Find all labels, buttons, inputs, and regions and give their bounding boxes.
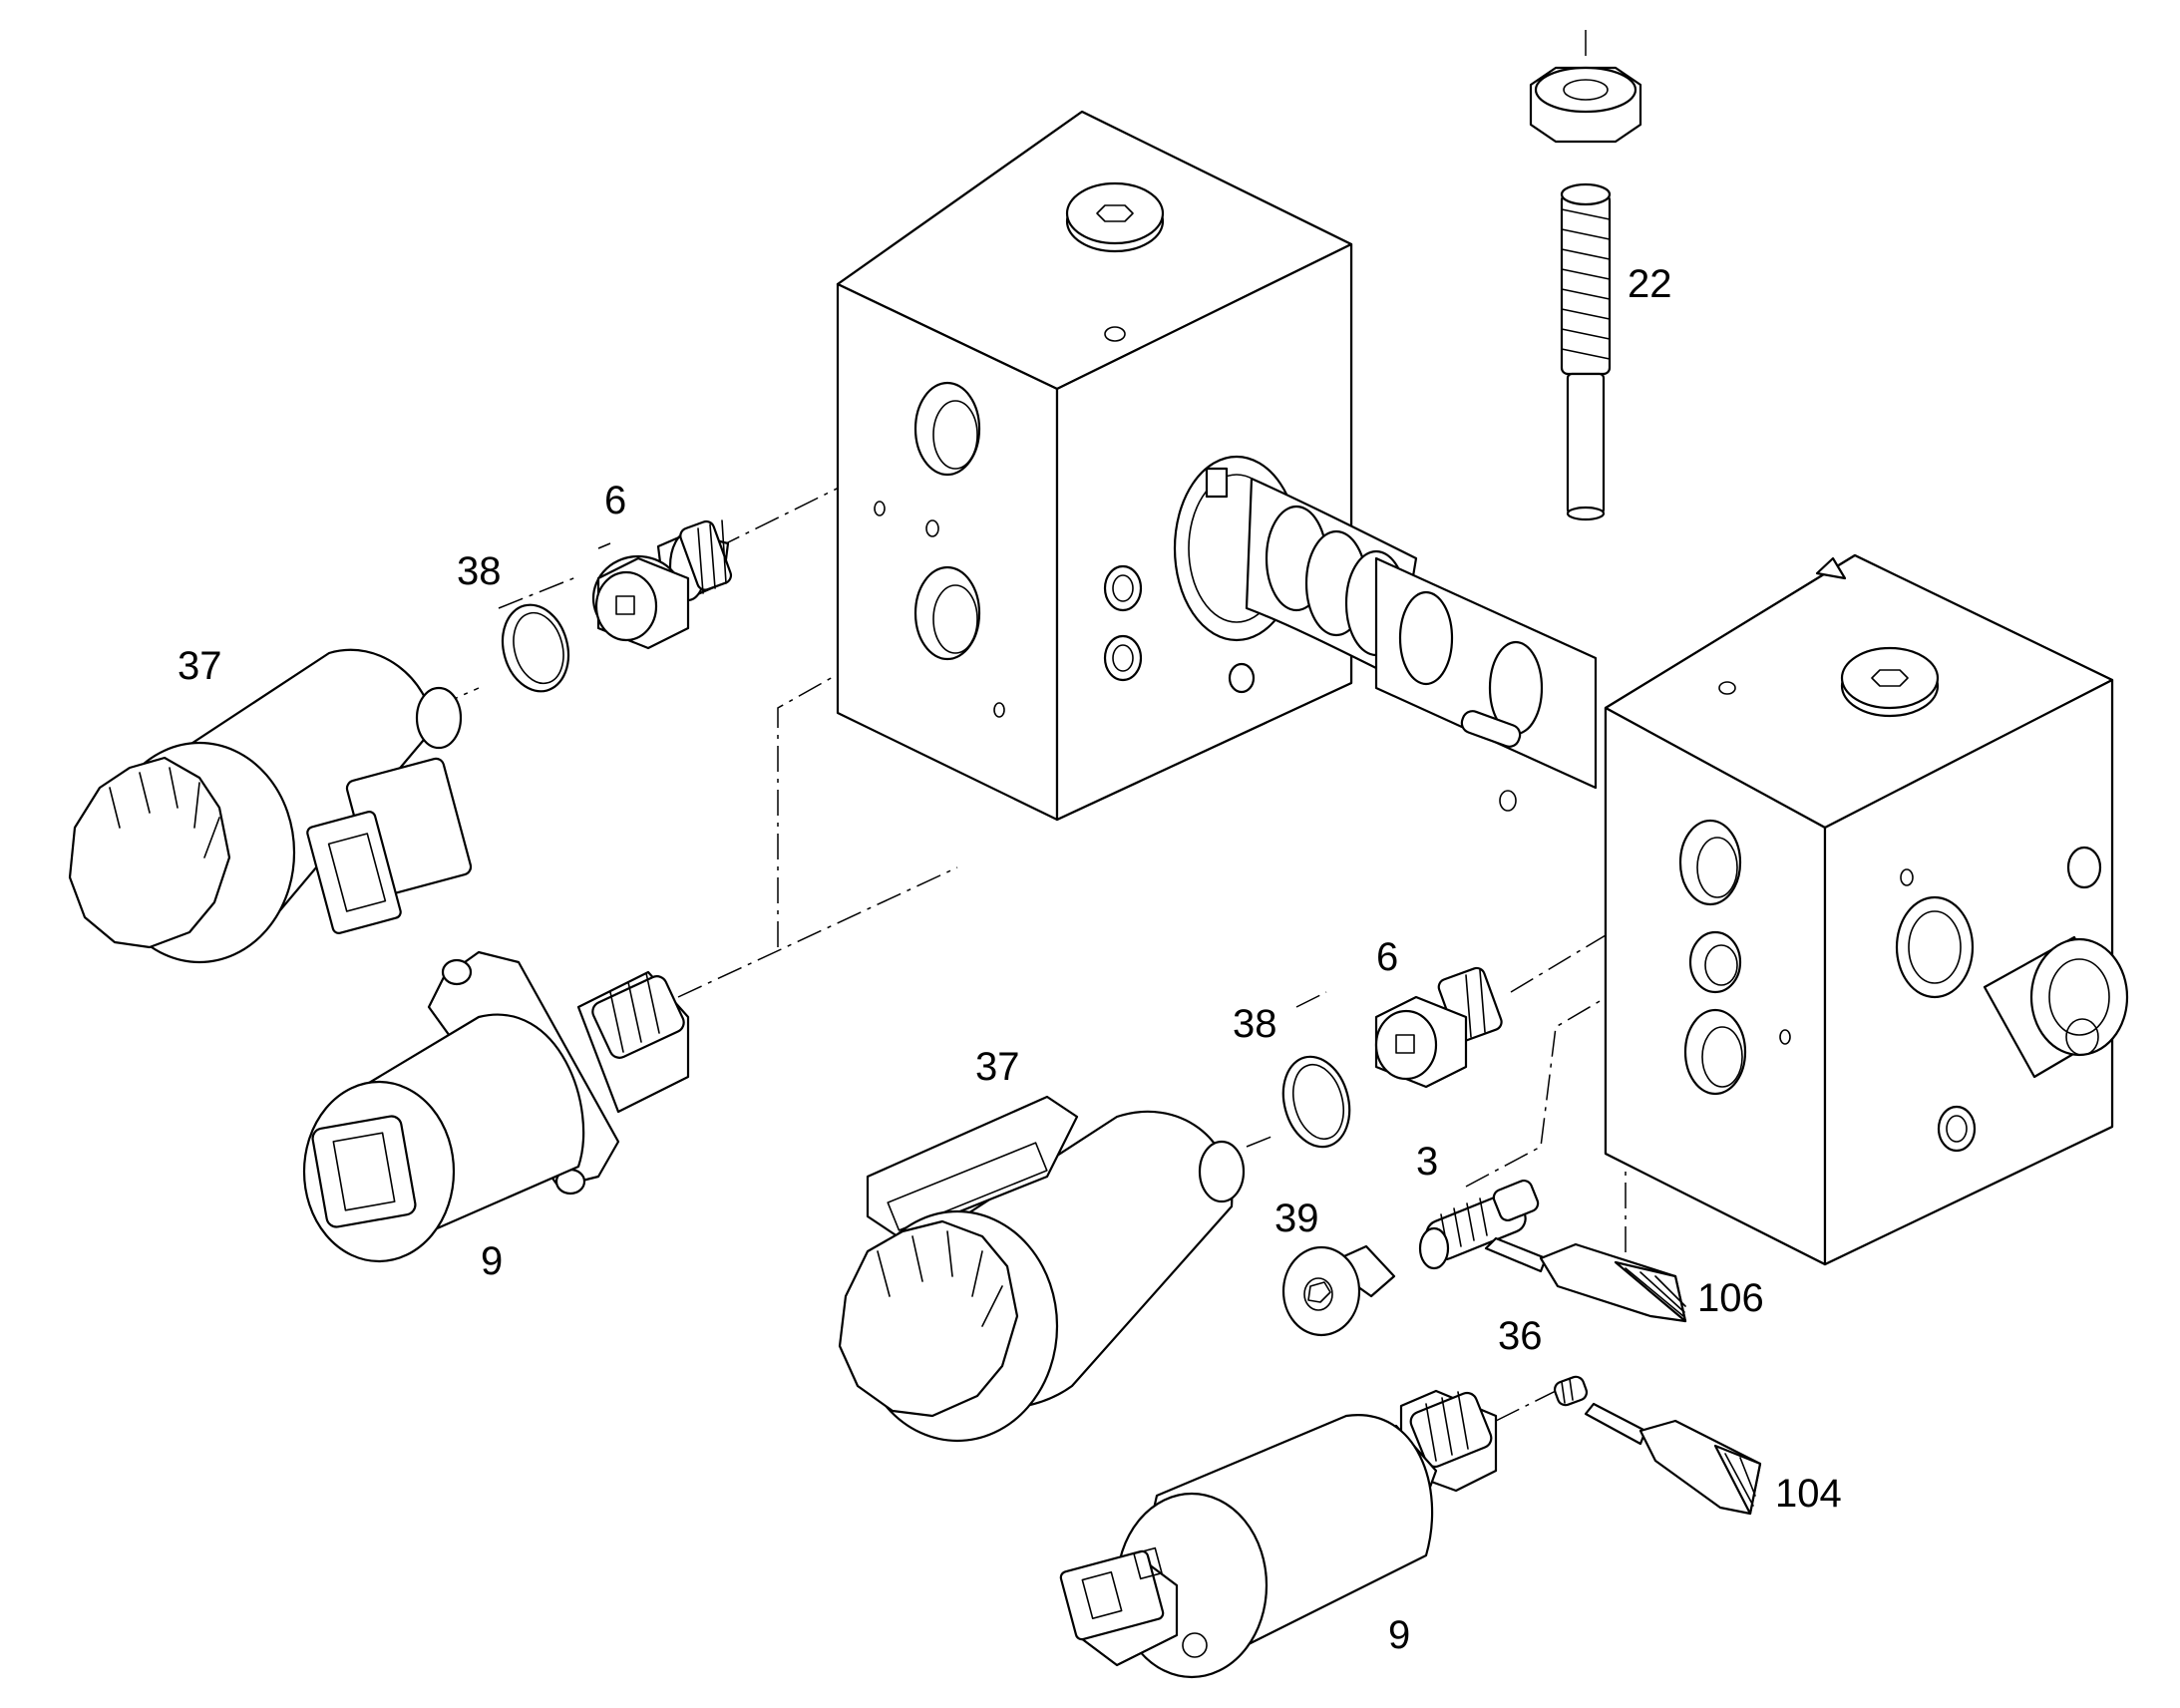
- upper-valve-block: [836, 110, 1353, 822]
- callout-6-upper: 6: [604, 479, 627, 522]
- part-36-small-plug: [1553, 1375, 1589, 1407]
- part-22-stud-and-nut: [1529, 66, 1642, 521]
- callout-9-upper: 9: [481, 1239, 504, 1283]
- lower-valve-block: [1604, 553, 2129, 1266]
- callout-3: 3: [1416, 1140, 1439, 1184]
- part-38-upper-ring: [501, 603, 570, 693]
- part-37-upper-coil: [68, 648, 473, 964]
- part-38-lower-ring: [1281, 1055, 1351, 1149]
- part-9-lower-solenoid: [1059, 1389, 1498, 1679]
- callout-37-lower: 37: [975, 1045, 1020, 1089]
- part-106-sealant-tube: [1484, 1236, 1687, 1323]
- part-104-sealant-tube: [1584, 1402, 1762, 1516]
- callout-104: 104: [1775, 1472, 1842, 1516]
- part-6-upper-cartridge: [591, 519, 733, 650]
- callout-6-lower: 6: [1376, 935, 1399, 979]
- callout-9-lower: 9: [1388, 1613, 1411, 1657]
- callout-39: 39: [1274, 1196, 1319, 1240]
- callout-38-upper: 38: [457, 549, 502, 593]
- part-9-upper-solenoid: [302, 950, 690, 1263]
- part-37-lower-coil: [838, 1095, 1246, 1443]
- part-39-plug: [1281, 1244, 1396, 1337]
- part-6-lower-cartridge: [1374, 966, 1503, 1089]
- callout-37-upper: 37: [178, 644, 222, 688]
- part-3-small-cartridge: [1418, 1179, 1540, 1270]
- callout-38-lower: 38: [1233, 1002, 1277, 1046]
- callout-22: 22: [1628, 262, 1672, 306]
- callout-106: 106: [1697, 1276, 1764, 1320]
- center-spool-valve: [1173, 455, 1598, 812]
- callout-36: 36: [1498, 1314, 1543, 1358]
